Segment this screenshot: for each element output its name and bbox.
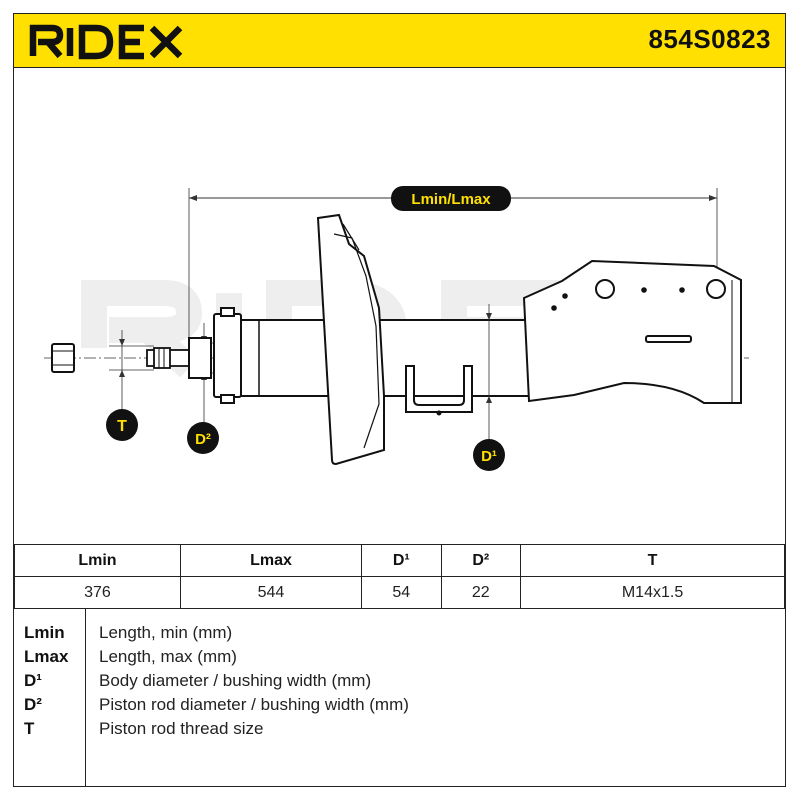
piston-rod-thread — [146, 347, 190, 369]
bracket-clip — [405, 365, 473, 416]
value-t: M14x1.5 — [520, 576, 785, 609]
part-number: 854S0823 — [648, 24, 771, 54]
header-lmin: Lmin — [14, 544, 181, 577]
legend-description: Piston rod diameter / bushing width (mm) — [99, 695, 409, 714]
header-bar: 854S0823 — [14, 14, 785, 68]
legend-description: Length, min (mm) — [99, 623, 233, 642]
legend-divider — [85, 609, 86, 786]
header-t: T — [520, 544, 785, 577]
thread-badge-label: T — [117, 418, 127, 435]
spec-table-header-row: Lmin Lmax D¹ D² T — [14, 544, 785, 577]
rod-diameter-badge-label: D² — [195, 431, 211, 448]
thread-badge — [106, 409, 138, 441]
body-diameter-badge-label: D¹ — [481, 448, 497, 465]
legend-key: T — [24, 719, 35, 738]
damper-body — [240, 319, 532, 397]
legend-row: T Piston rod thread size — [14, 719, 785, 743]
legend-description: Body diameter / bushing width (mm) — [99, 671, 372, 690]
top-mount — [188, 307, 242, 404]
legend-key: D¹ — [24, 671, 42, 690]
legend-key: Lmin — [24, 623, 65, 642]
spec-table-value-row: 376 544 54 22 M14x1.5 — [14, 576, 785, 609]
body-diameter-badge — [473, 439, 505, 471]
legend-row: D² Piston rod diameter / bushing width (… — [14, 695, 785, 719]
legend-description: Length, max (mm) — [99, 647, 237, 666]
length-label: Lmin/Lmax — [411, 191, 491, 208]
header-d1: D¹ — [361, 544, 442, 577]
legend: Lmin Length, min (mm) Lmax Length, max (… — [14, 609, 785, 786]
shock-absorber-drawing: Lmin/Lmax — [44, 186, 749, 471]
spec-table: Lmin Lmax D¹ D² T 376 544 54 22 M14x1.5 — [14, 544, 785, 609]
legend-row: D¹ Body diameter / bushing width (mm) — [14, 671, 785, 695]
nut — [51, 343, 75, 373]
legend-row: Lmax Length, max (mm) — [14, 647, 785, 671]
header-d2: D² — [440, 544, 522, 577]
product-sheet: 854S0823 Lmin/Lmax — [13, 13, 786, 787]
spring-seat — [316, 213, 385, 466]
legend-key: D² — [24, 695, 42, 714]
ridex-logo — [29, 24, 183, 60]
header-lmax: Lmax — [179, 544, 363, 577]
rod-diameter-badge — [187, 422, 219, 454]
value-d2: 22 — [440, 576, 522, 609]
knuckle-bracket — [522, 259, 742, 404]
length-label-badge — [391, 186, 511, 211]
legend-description: Piston rod thread size — [99, 719, 264, 738]
legend-key: Lmax — [24, 647, 69, 666]
legend-row: Lmin Length, min (mm) — [14, 623, 785, 647]
value-lmax: 544 — [179, 576, 363, 609]
value-lmin: 376 — [14, 576, 181, 609]
value-d1: 54 — [361, 576, 442, 609]
